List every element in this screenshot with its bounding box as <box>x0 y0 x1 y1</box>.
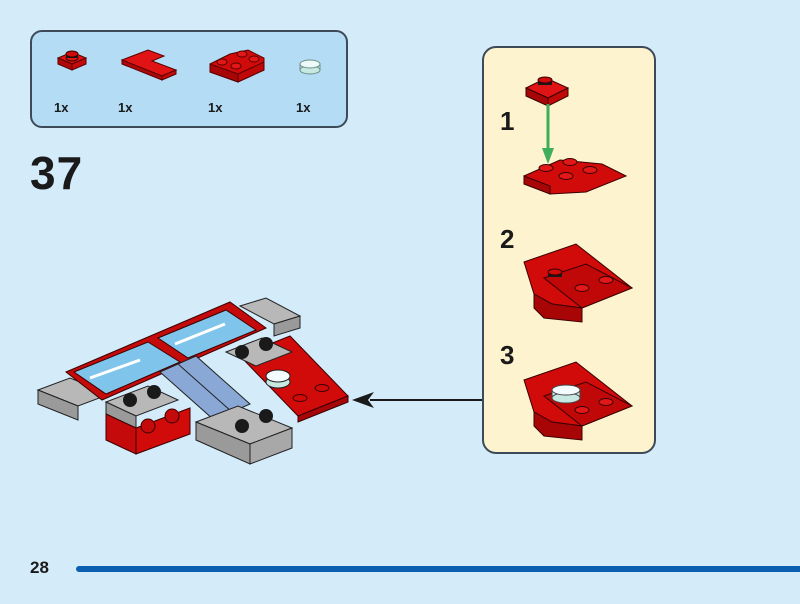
part-clear-round-tile: 1x <box>296 44 366 124</box>
part-quantity: 1x <box>296 100 311 115</box>
red-inverted-slope-icon <box>209 49 265 83</box>
sub-step-1-illustration <box>522 76 628 195</box>
part-quantity: 1x <box>208 100 223 115</box>
red-corner-plate-icon <box>120 49 178 81</box>
main-model-illustration <box>36 297 349 465</box>
step-number: 37 <box>30 147 84 199</box>
part-red-corner-plate: 1x <box>118 44 188 124</box>
sub-step-number: 3 <box>500 340 515 370</box>
page-footer-bar <box>76 566 800 572</box>
sub-assembly-box: 1 2 3 <box>482 46 656 454</box>
parts-list-box: 1x 1x 1x 1x <box>30 30 348 128</box>
clear-round-tile-icon <box>299 59 321 75</box>
part-red-inverted-slope: 1x <box>208 44 278 124</box>
sub-step-3-illustration <box>523 361 634 441</box>
left-arrow-icon <box>352 392 484 408</box>
part-red-plate-1x1: 1x <box>54 44 124 124</box>
sub-step-2-illustration <box>523 243 634 323</box>
sub-step-number: 2 <box>500 224 515 254</box>
page-number: 28 <box>30 558 49 577</box>
sub-step-number: 1 <box>500 106 515 136</box>
part-quantity: 1x <box>118 100 133 115</box>
part-quantity: 1x <box>54 100 69 115</box>
red-plate-1x1-icon <box>56 50 88 71</box>
